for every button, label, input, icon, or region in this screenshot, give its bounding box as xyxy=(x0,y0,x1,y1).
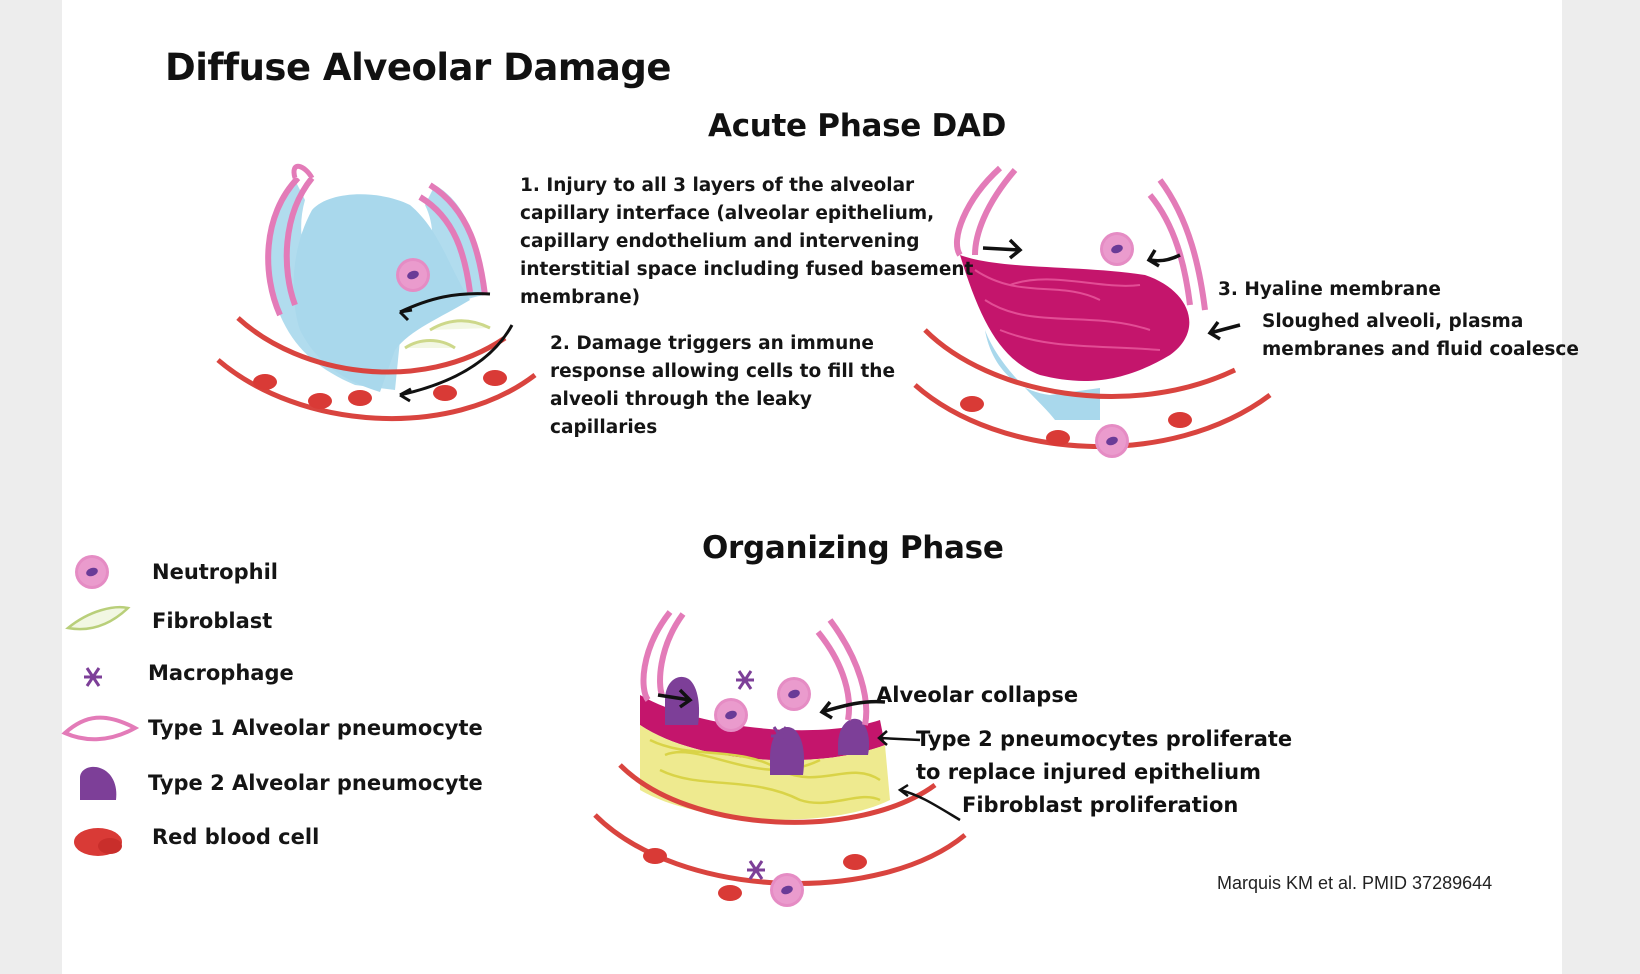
type2-pneumocyte-icon xyxy=(80,766,117,800)
acute-alveolus-fluid xyxy=(216,163,537,422)
legend-type2-pneumocyte: Type 2 Alveolar pneumocyte xyxy=(148,771,483,795)
legend-neutrophil: Neutrophil xyxy=(152,560,278,584)
neutrophil-icon xyxy=(75,555,109,589)
hyaline-membrane-desc: Sloughed alveoli, plasma membranes and f… xyxy=(1262,311,1579,360)
alveolar-collapse-label: Alveolar collapse xyxy=(876,683,1079,707)
damage-annotation: 2. Damage triggers an immune response al… xyxy=(550,333,896,438)
fibroblast-icon xyxy=(65,605,131,631)
type1-pneumocyte-icon xyxy=(61,715,140,742)
type2-proliferation-label: Type 2 pneumocytes proliferate to replac… xyxy=(916,727,1293,784)
legend-type1-pneumocyte: Type 1 Alveolar pneumocyte xyxy=(148,716,483,740)
hyaline-membrane-title: 3. Hyaline membrane xyxy=(1218,279,1441,300)
acute-alveolus-hyaline xyxy=(913,165,1272,458)
injury-annotation: 1. Injury to all 3 layers of the alveola… xyxy=(520,175,974,308)
fibroblast-proliferation-label: Fibroblast proliferation xyxy=(962,793,1239,817)
acute-phase-heading: Acute Phase DAD xyxy=(708,108,1007,144)
page-title: Diffuse Alveolar Damage xyxy=(165,46,671,89)
legend-fibroblast: Fibroblast xyxy=(152,609,273,633)
legend-red-blood-cell: Red blood cell xyxy=(152,825,320,849)
macrophage-icon xyxy=(82,666,104,688)
organizing-alveolus xyxy=(593,610,967,907)
red-blood-cell-icon xyxy=(74,828,122,856)
citation: Marquis KM et al. PMID 37289644 xyxy=(1217,873,1493,893)
organizing-phase-heading: Organizing Phase xyxy=(702,530,1004,566)
legend-macrophage: Macrophage xyxy=(148,661,294,685)
